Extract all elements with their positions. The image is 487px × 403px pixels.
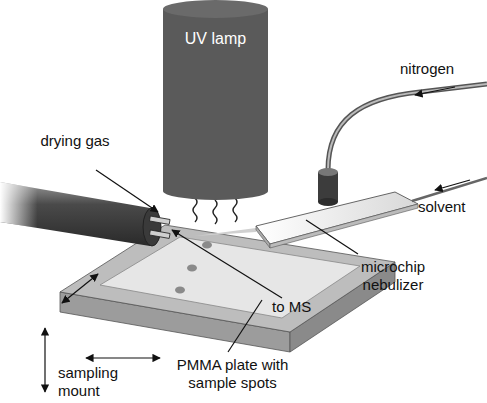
leader-lines [45, 170, 358, 392]
spray-plume [195, 228, 256, 236]
part-label: solvent [418, 198, 484, 216]
part-label: to MS [272, 298, 332, 316]
part-label: drying gas [40, 132, 110, 150]
sampling-mount [60, 225, 395, 352]
part-label: nitrogen [400, 60, 480, 78]
lamp-label: UV lamp [163, 0, 268, 48]
lamp-top [163, 0, 268, 18]
pmma-plate [100, 237, 360, 318]
part-label: PMMA plate with sample spots [160, 356, 305, 392]
drying-gas-tube [0, 182, 170, 246]
uv-lamp: UV lamp [163, 0, 268, 200]
part-label: sampling mount [58, 364, 143, 400]
uv-rays [193, 198, 237, 224]
solvent-line [412, 178, 487, 201]
part-label: microchip nebulizer [338, 258, 448, 294]
nitrogen-line [318, 84, 487, 206]
